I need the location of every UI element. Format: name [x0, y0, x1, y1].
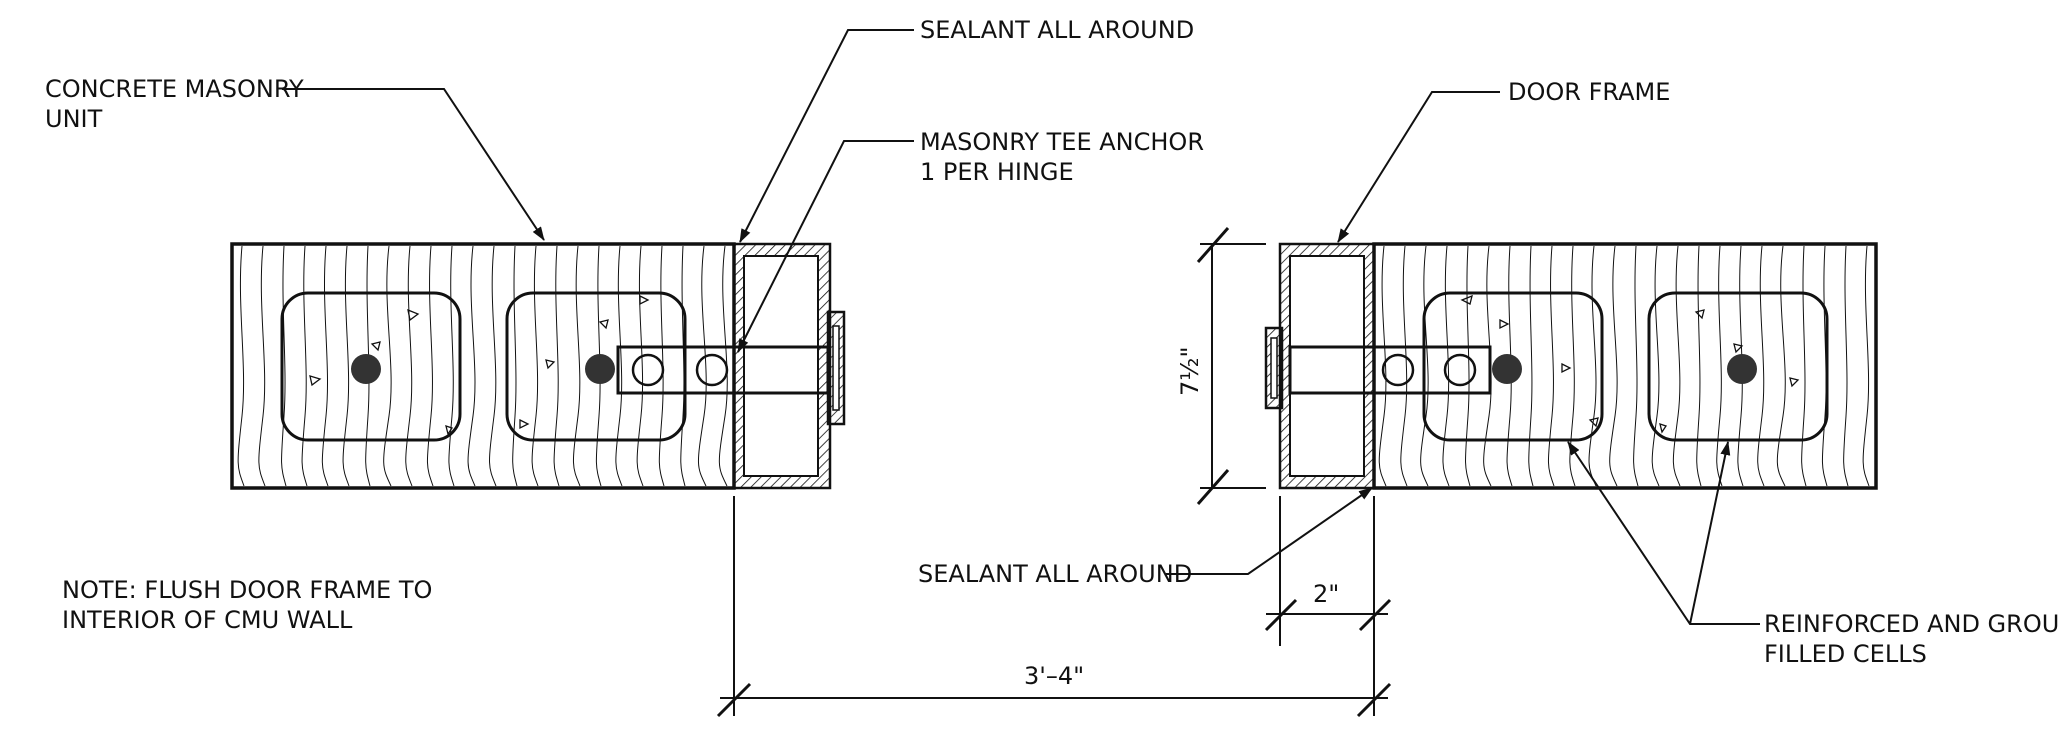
left-cell-2	[505, 291, 687, 442]
leader-cells-a	[1567, 441, 1760, 625]
note-line2: INTERIOR OF CMU WALL	[62, 606, 353, 634]
label-anchor-line1: MASONRY TEE ANCHOR	[920, 128, 1204, 156]
left-wood-grain	[237, 245, 728, 487]
leader-sealant-bottom	[1166, 487, 1373, 575]
right-door-frame	[1264, 242, 1376, 490]
left-rebar-1	[351, 354, 381, 384]
left-cell-1	[280, 291, 462, 442]
right-grout-marks	[1460, 294, 1800, 434]
note-line1: NOTE: FLUSH DOOR FRAME TO	[62, 576, 432, 604]
label-sealant-bottom: SEALANT ALL AROUND	[918, 560, 1192, 588]
leader-sealant-top	[739, 29, 914, 243]
leader-door-frame	[1337, 91, 1500, 243]
label-sealant-top: SEALANT ALL AROUND	[920, 16, 1194, 44]
labels: CONCRETE MASONRY UNIT SEALANT ALL AROUND…	[45, 16, 2058, 690]
label-cmu-line1: CONCRETE MASONRY	[45, 75, 304, 103]
leader-anchor	[737, 140, 914, 353]
leader-lines	[282, 29, 1760, 625]
label-anchor-line2: 1 PER HINGE	[920, 158, 1074, 186]
right-wall-section	[1264, 242, 1878, 490]
left-wall-section	[230, 242, 846, 490]
left-door-frame	[732, 242, 846, 490]
left-cmu-block	[230, 242, 736, 490]
right-rebar-1	[1492, 354, 1522, 384]
dimension-lines	[716, 227, 1392, 718]
leader-cells-b	[1689, 441, 1731, 625]
right-cell-2	[1647, 291, 1829, 442]
left-grout-marks	[309, 294, 650, 436]
right-tee-anchor	[1288, 345, 1492, 395]
dim-frame-width-label: 2"	[1313, 580, 1339, 608]
dim-overall-label: 3'–4"	[1024, 662, 1084, 690]
right-rebar-2	[1727, 354, 1757, 384]
right-cell-1	[1422, 291, 1604, 442]
leader-cmu	[282, 88, 545, 241]
label-cells-line1: REINFORCED AND GROUT	[1764, 610, 2058, 638]
label-cells-line2: FILLED CELLS	[1764, 640, 1927, 668]
right-cmu-block	[1372, 242, 1878, 490]
left-rebar-2	[585, 354, 615, 384]
label-door-frame: DOOR FRAME	[1508, 78, 1670, 106]
label-cmu-line2: UNIT	[45, 105, 103, 133]
left-tee-anchor	[616, 345, 830, 395]
dim-depth-label: 7½"	[1176, 346, 1204, 396]
right-wood-grain	[1378, 245, 1870, 487]
